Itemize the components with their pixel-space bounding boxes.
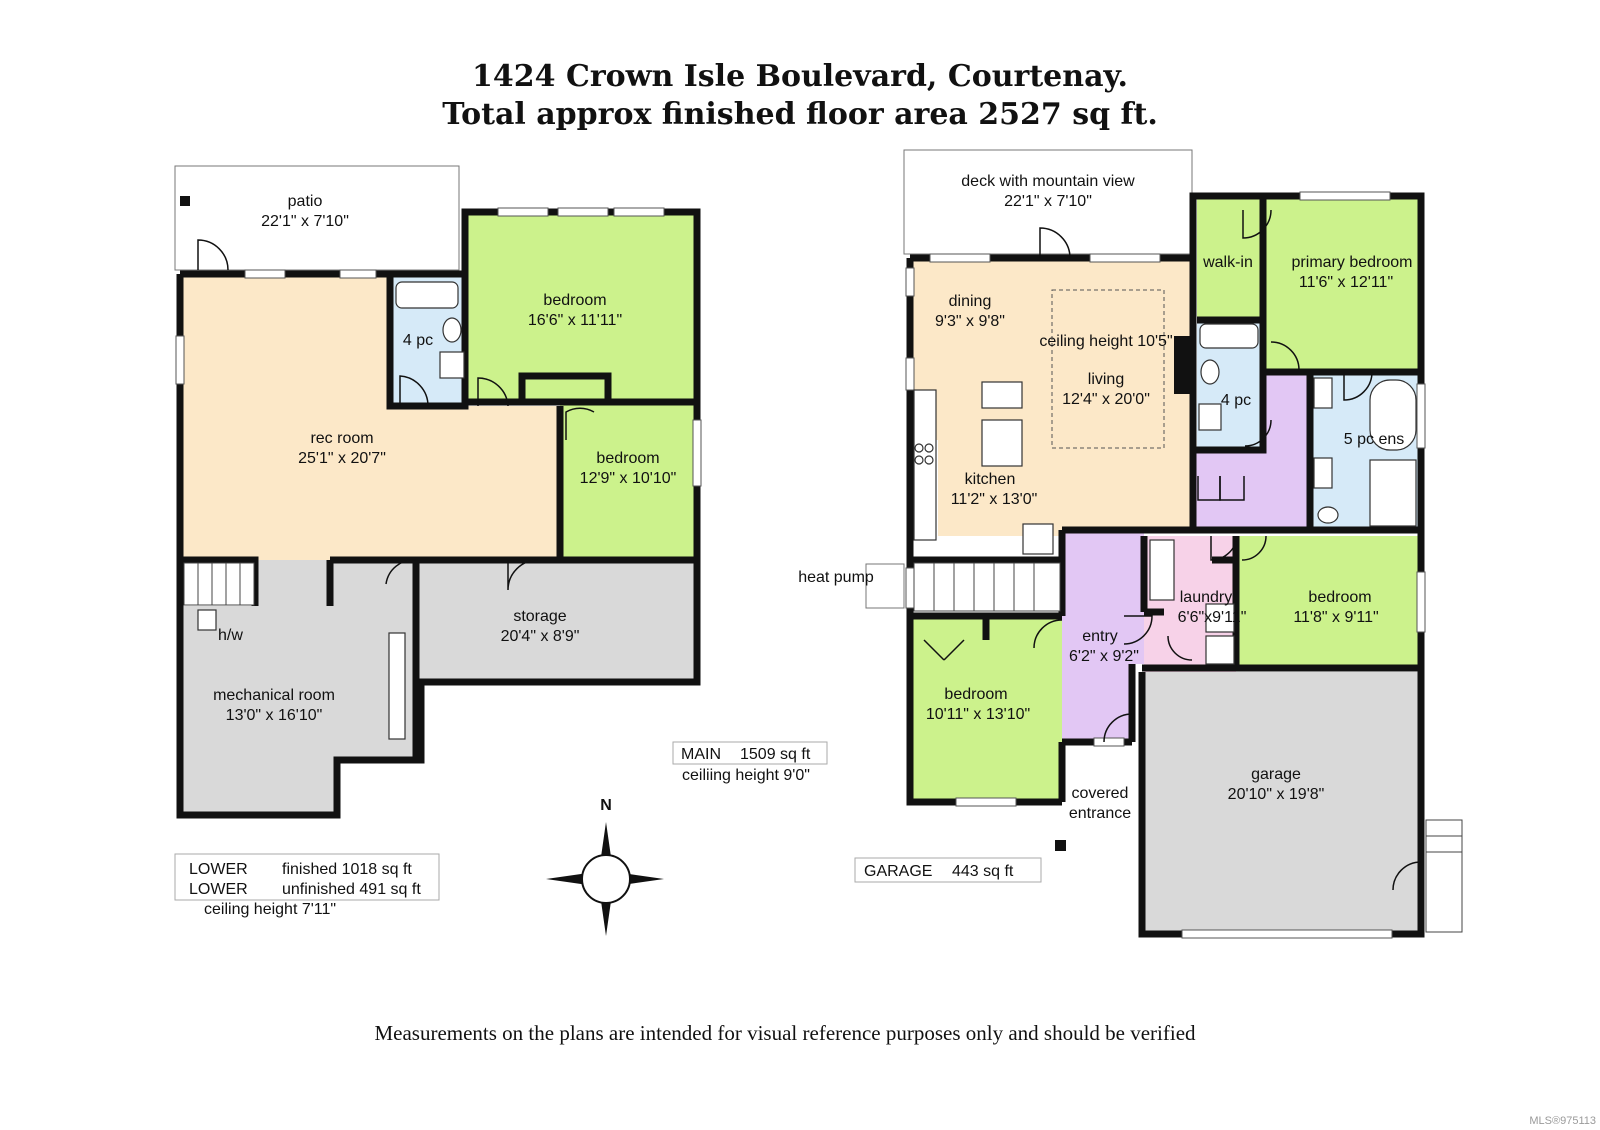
main-summary-value: 1509 sq ft (740, 746, 811, 763)
room-storage (416, 560, 697, 682)
room-garage (1142, 672, 1421, 934)
room-primary-bedroom (1263, 196, 1421, 372)
label-lower-bath: 4 pc (403, 332, 433, 349)
label-living: living (1088, 371, 1124, 388)
fireplace (1174, 336, 1190, 394)
label-deck-dims: 22'1" x 7'10" (1004, 193, 1092, 210)
room-rec (180, 274, 560, 606)
label-mechanical-dims: 13'0" x 16'10" (226, 707, 323, 724)
room-entry (1062, 530, 1144, 742)
label-covered-entrance-2: entrance (1069, 805, 1131, 822)
compass-rose: N (546, 797, 664, 936)
label-laundry: laundry (1180, 589, 1232, 606)
label-storage-dims: 20'4" x 8'9" (501, 628, 580, 645)
label-dining: dining (949, 293, 992, 310)
label-garage-dims: 20'10" x 19'8" (1228, 786, 1325, 803)
label-storage: storage (513, 608, 566, 625)
label-laundry-dims: 6'6"x9'11" (1178, 609, 1247, 626)
lower-summary-label-2: LOWER (189, 881, 248, 898)
label-dining-dims: 9'3" x 9'8" (935, 313, 1005, 330)
room-dining-living-kitchen (910, 258, 1193, 536)
living-ceiling-outline (1051, 289, 1165, 449)
label-deck: deck with mountain view (961, 173, 1135, 190)
label-main-bedroom-right-dims: 11'8" x 9'11" (1293, 609, 1378, 626)
label-primary-bedroom: primary bedroom (1292, 254, 1413, 271)
label-patio: patio (288, 193, 323, 210)
room-main-bedroom-right (1236, 536, 1421, 666)
label-hot-water: h/w (218, 627, 243, 644)
label-living-dims: 12'4" x 20'0" (1062, 391, 1150, 408)
label-covered-entrance-1: covered (1072, 785, 1129, 802)
label-lower-bedroom-2-dims: 12'9" x 10'10" (580, 470, 677, 487)
room-walk-in (1197, 196, 1263, 320)
lower-summary-ceiling: ceiling height 7'11" (204, 901, 336, 918)
label-rec-room-dims: 25'1" x 20'7" (298, 450, 386, 467)
lower-summary-value-2: unfinished 491 sq ft (282, 881, 421, 898)
lower-summary-label-1: LOWER (189, 861, 248, 878)
label-entry: entry (1082, 628, 1118, 645)
label-patio-dims: 22'1" x 7'10" (261, 213, 349, 230)
disclaimer-note: Measurements on the plans are intended f… (374, 1021, 1196, 1045)
mls-watermark: MLS®975113 (1529, 1115, 1596, 1127)
lower-summary-box (174, 853, 440, 901)
label-entry-dims: 6'2" x 9'2" (1069, 648, 1139, 665)
label-main-bath: 4 pc (1221, 392, 1251, 409)
label-main-bedroom-right: bedroom (1308, 589, 1371, 606)
post-marker-main (1055, 840, 1066, 851)
lower-summary-value-1: finished 1018 sq ft (282, 861, 412, 878)
garage-summary-box (854, 857, 1042, 883)
lower-floor: patio 22'1" x 7'10" bedroom 16'6" x 11'1… (174, 165, 702, 918)
garage-summary-value: 443 sq ft (952, 863, 1014, 880)
plan-title-area: Total approx finished floor area 2527 sq… (442, 97, 1158, 132)
label-lower-bedroom-1: bedroom (543, 292, 606, 309)
label-mechanical: mechanical room (213, 687, 335, 704)
compass-north-label: N (600, 797, 612, 814)
label-kitchen: kitchen (965, 471, 1016, 488)
label-lower-bedroom-2: bedroom (596, 450, 659, 467)
label-primary-bedroom-dims: 11'6" x 12'11" (1299, 274, 1393, 291)
room-lower-bedroom-1 (465, 212, 697, 402)
label-kitchen-dims: 11'2" x 13'0" (951, 491, 1038, 508)
label-lower-bedroom-1-dims: 16'6" x 11'11" (528, 312, 622, 329)
label-main-bedroom-left: bedroom (944, 686, 1007, 703)
room-mechanical (180, 560, 416, 815)
label-heat-pump: heat pump (798, 569, 874, 586)
label-ceiling-height-living: ceiling height 10'5" (1039, 333, 1172, 350)
heat-pump-unit (865, 563, 905, 609)
main-summary-box (672, 741, 828, 765)
label-garage: garage (1251, 766, 1301, 783)
label-rec-room: rec room (310, 430, 373, 447)
room-lower-bedroom-2 (560, 380, 697, 560)
main-summary-ceiling: ceiliing height 9'0" (682, 767, 810, 784)
garage-summary-label: GARAGE (864, 863, 932, 880)
label-ensuite: 5 pc ens (1344, 431, 1404, 448)
post-marker (180, 196, 190, 206)
room-main-bedroom-left (910, 616, 1062, 802)
plan-title-address: 1424 Crown Isle Boulevard, Courtenay. (472, 59, 1128, 94)
main-summary-label: MAIN (681, 746, 721, 763)
label-main-bedroom-left-dims: 10'11" x 13'10" (926, 706, 1030, 723)
deck-area (903, 149, 1193, 255)
label-walk-in: walk-in (1202, 254, 1253, 271)
main-floor: deck with mountain view 22'1" x 7'10" di… (672, 149, 1463, 939)
